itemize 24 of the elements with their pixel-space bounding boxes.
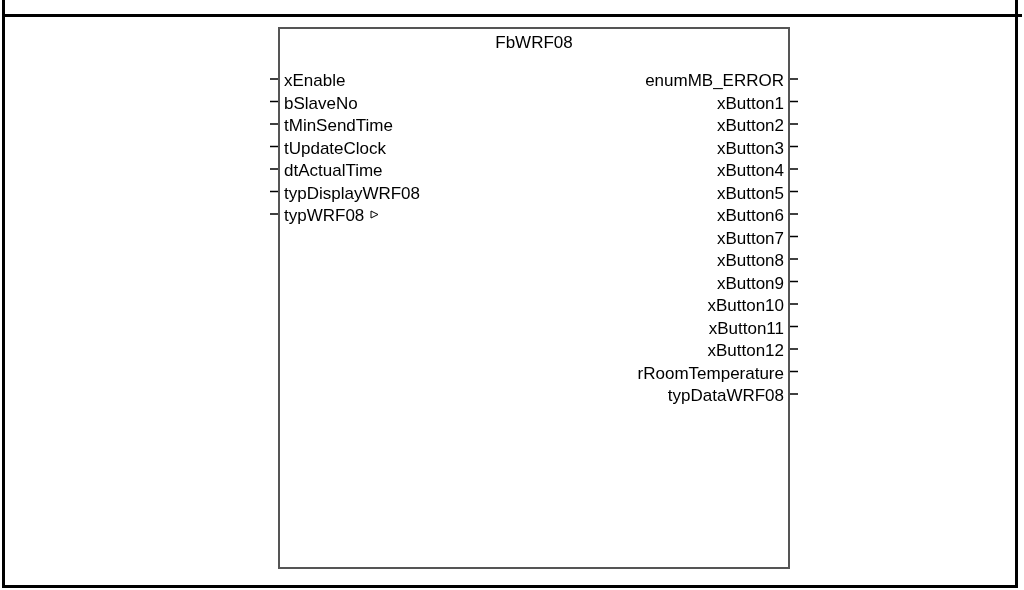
pin-name: xButton7: [716, 228, 784, 249]
pin-name: xButton12: [707, 341, 784, 361]
pin-name: rRoomTemperature: [637, 363, 784, 384]
pin-name: xButton5: [716, 183, 784, 204]
pin-name: xButton10: [707, 296, 784, 316]
pin-name: xButton1: [716, 93, 784, 114]
pin-name: xEnable: [284, 71, 346, 91]
pin-name: typWRF08: [284, 206, 365, 226]
pin-name: xButton4: [716, 161, 784, 181]
pin-name: xButton2: [716, 116, 784, 136]
pin-name: typDataWRF08: [667, 386, 784, 406]
pin-name: tMinSendTime: [284, 116, 393, 136]
pin-name: bSlaveNo: [284, 93, 358, 114]
pin-name: xButton3: [716, 138, 784, 159]
pin-name: xButton11: [708, 318, 784, 339]
pin-name: enumMB_ERROR: [645, 71, 784, 91]
pin-name: dtActualTime: [284, 161, 383, 181]
pin-name: tUpdateClock: [284, 138, 387, 159]
pin-name: typDisplayWRF08: [284, 183, 421, 204]
pin-name: xButton6: [716, 206, 784, 226]
function-block: [278, 27, 790, 569]
block-title: FbWRF08: [494, 33, 574, 53]
pin-name: xButton8: [716, 251, 784, 271]
pin-name: xButton9: [716, 273, 784, 294]
